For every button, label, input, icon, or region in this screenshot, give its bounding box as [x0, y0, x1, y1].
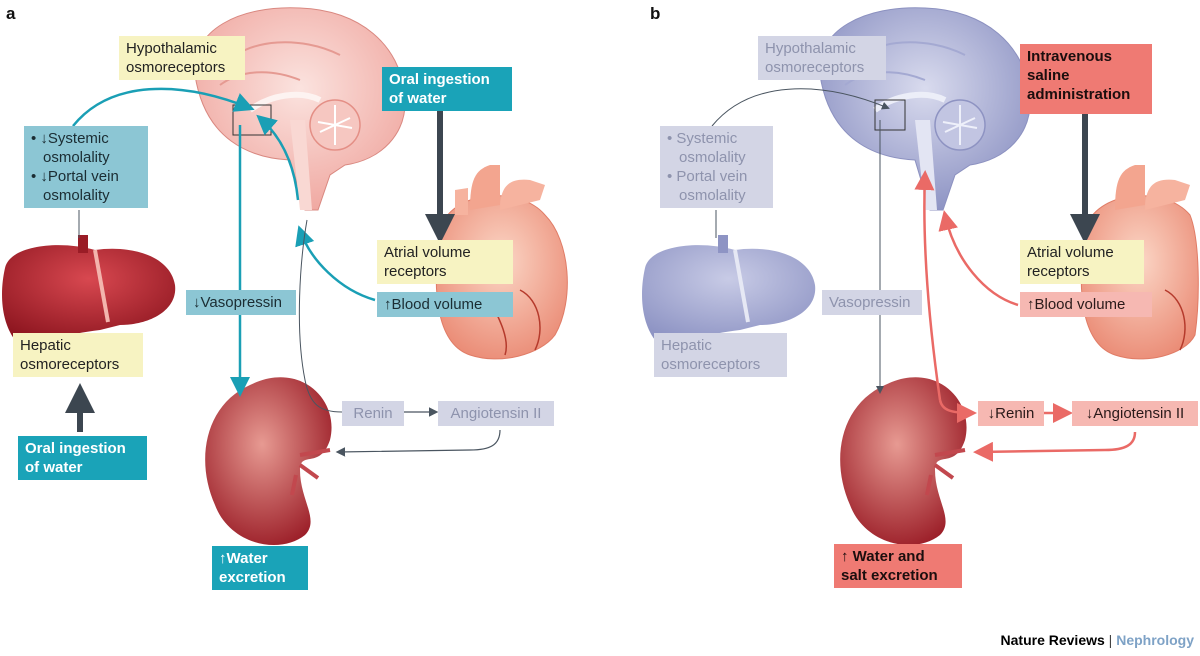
liver-b — [642, 235, 816, 342]
label-line: Hepatic — [20, 337, 71, 354]
hypothalamic-osmoreceptors-label-b: Hypothalamic osmoreceptors — [758, 36, 886, 80]
label-line: salt excretion — [841, 567, 938, 584]
label-line: • Systemic — [667, 130, 738, 147]
hypothalamic-osmoreceptors-label-a: Hypothalamic osmoreceptors — [119, 36, 245, 80]
hepatic-osmoreceptors-label-b: Hepatic osmoreceptors — [654, 333, 787, 377]
label-line: Intravenous — [1027, 48, 1113, 65]
arrows-a — [65, 87, 501, 457]
label-line: osmoreceptors — [765, 59, 865, 76]
label-line: Hypothalamic — [126, 40, 217, 57]
renin-label-b: ↓Renin — [978, 401, 1044, 426]
label-line: Oral ingestion — [25, 440, 126, 457]
label-line: • ↓Portal vein — [31, 168, 119, 185]
oral-ingestion-label-a-right: Oral ingestion of water — [382, 67, 512, 111]
label-line: osmolality — [679, 149, 746, 166]
label-line: osmoreceptors — [661, 356, 761, 373]
label-line: Oral ingestion — [389, 71, 490, 88]
label-line: receptors — [1027, 263, 1090, 280]
credit-separator: | — [1104, 632, 1117, 648]
systemic-osmolality-label-a: • ↓Systemic osmolality • ↓Portal vein os… — [24, 126, 148, 208]
vasopressin-label-b: Vasopressin — [822, 290, 922, 315]
journal-name: Nephrology — [1116, 632, 1194, 648]
kidney-b — [840, 377, 967, 545]
systemic-osmolality-label-b: • Systemic osmolality • Portal vein osmo… — [660, 126, 773, 208]
label-line: osmolality — [43, 187, 110, 204]
label-line: receptors — [384, 263, 447, 280]
water-salt-excretion-label-b: ↑ Water and salt excretion — [834, 544, 962, 588]
atrial-volume-receptors-label-b: Atrial volume receptors — [1020, 240, 1144, 284]
liver-a — [2, 235, 176, 342]
panel-b-letter: b — [650, 4, 661, 23]
kidney-a — [205, 377, 332, 545]
label-line: saline — [1027, 67, 1070, 84]
label-line: Atrial volume — [384, 244, 471, 261]
iv-saline-label-b: Intravenous saline administration — [1020, 44, 1152, 114]
blood-volume-label-a: ↑Blood volume — [377, 292, 513, 317]
renin-label-a: Renin — [342, 401, 404, 426]
label-line: Hepatic — [661, 337, 712, 354]
label-line: ↑Water — [219, 550, 268, 567]
label-line: of water — [389, 90, 447, 107]
vasopressin-label-a: ↓Vasopressin — [186, 290, 296, 315]
label-line: osmoreceptors — [126, 59, 226, 76]
angiotensin-label-b: ↓Angiotensin II — [1072, 401, 1198, 426]
brain-a — [194, 7, 406, 211]
label-line: • ↓Systemic — [31, 130, 109, 147]
arrows-b — [711, 88, 1137, 462]
oral-ingestion-label-a-left: Oral ingestion of water — [18, 436, 147, 480]
atrial-volume-receptors-label-a: Atrial volume receptors — [377, 240, 513, 284]
label-line: ↑ Water and — [841, 548, 925, 565]
label-line: of water — [25, 459, 83, 476]
angiotensin-label-a: Angiotensin II — [438, 401, 554, 426]
journal-group: Nature Reviews — [1000, 632, 1105, 648]
label-line: Hypothalamic — [765, 40, 856, 57]
label-line: administration — [1027, 86, 1131, 103]
label-line: osmoreceptors — [20, 356, 120, 373]
label-line: excretion — [219, 569, 286, 586]
label-line: osmolality — [43, 149, 110, 166]
hepatic-osmoreceptors-label-a: Hepatic osmoreceptors — [13, 333, 143, 377]
water-excretion-label-a: ↑Water excretion — [212, 546, 308, 590]
label-line: osmolality — [679, 187, 746, 204]
label-line: • Portal vein — [667, 168, 748, 185]
journal-credit: Nature Reviews | Nephrology — [1001, 632, 1194, 648]
panel-a-letter: a — [6, 4, 16, 23]
label-line: Atrial volume — [1027, 244, 1114, 261]
blood-volume-label-b: ↑Blood volume — [1020, 292, 1152, 317]
